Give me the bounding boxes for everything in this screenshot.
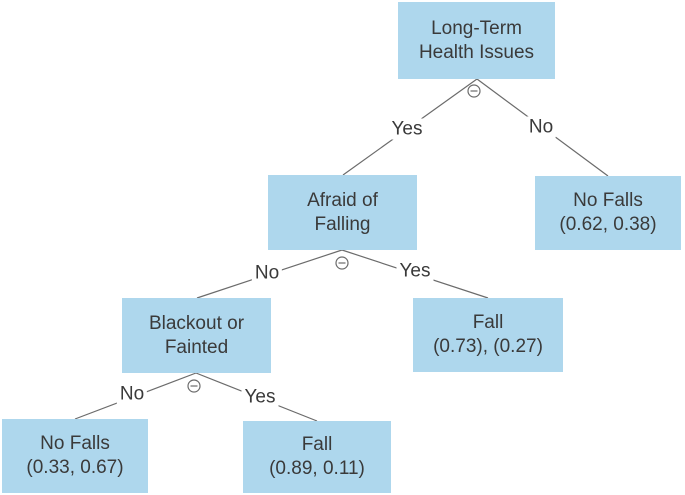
- node-blackout-or-fainted: Blackout or Fainted: [122, 298, 271, 373]
- node-probabilities: (0.73), (0.27): [433, 336, 543, 357]
- node-afraid-of-falling: Afraid of Falling: [268, 175, 417, 250]
- node-label-line: Blackout or: [148, 312, 245, 334]
- node-label-line: No Falls: [573, 190, 643, 211]
- node-fall-bottom: Fall (0.89, 0.11): [243, 421, 391, 493]
- node-fall-middle: Fall (0.73), (0.27): [413, 298, 563, 372]
- edge-label-no: No: [525, 116, 557, 138]
- node-probabilities: (0.89, 0.11): [269, 458, 365, 479]
- edge-label-yes: Yes: [388, 118, 426, 140]
- node-long-term-health-issues: Long-Term Health Issues: [398, 2, 555, 79]
- node-no-falls-left: No Falls (0.33, 0.67): [2, 419, 148, 493]
- node-label-line: No Falls: [40, 433, 110, 454]
- node-label-line: Fall: [301, 434, 333, 455]
- node-label-line: Long-Term: [431, 17, 522, 39]
- node-label-line: Afraid of: [307, 189, 378, 211]
- node-probabilities: (0.62, 0.38): [559, 214, 657, 235]
- edge-label-no: No: [251, 262, 283, 284]
- circled-minus-icon: [187, 379, 201, 393]
- node-probabilities: (0.33, 0.67): [26, 457, 124, 478]
- edge-label-no: No: [116, 383, 148, 405]
- node-label-line: Falling: [314, 213, 371, 235]
- circled-minus-icon: [467, 84, 481, 98]
- node-label-line: Fall: [472, 312, 504, 333]
- circled-minus-icon: [335, 256, 349, 270]
- node-label-line: Health Issues: [418, 41, 535, 63]
- edge-label-yes: Yes: [396, 260, 434, 282]
- node-no-falls-right: No Falls (0.62, 0.38): [535, 176, 681, 250]
- edge-label-yes: Yes: [241, 386, 279, 408]
- node-label-line: Fainted: [164, 336, 229, 358]
